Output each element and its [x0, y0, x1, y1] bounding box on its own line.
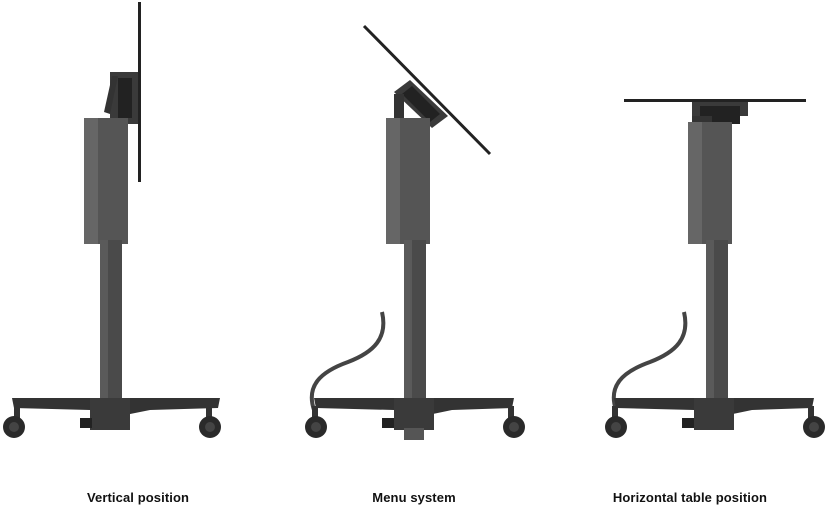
horizontal-stand-icon	[605, 99, 825, 438]
caption-horizontal-table-position: Horizontal table position	[612, 490, 768, 505]
panel-horizontal: Horizontal table position	[552, 0, 828, 507]
caption-vertical-position: Vertical position	[86, 490, 190, 505]
panel-vertical: Vertical position	[0, 0, 276, 507]
panel-menu-system: Menu system	[276, 0, 552, 507]
vertical-stand-icon	[3, 2, 221, 438]
caption-menu-system: Menu system	[372, 490, 456, 505]
tilted-stand-icon	[305, 24, 525, 440]
